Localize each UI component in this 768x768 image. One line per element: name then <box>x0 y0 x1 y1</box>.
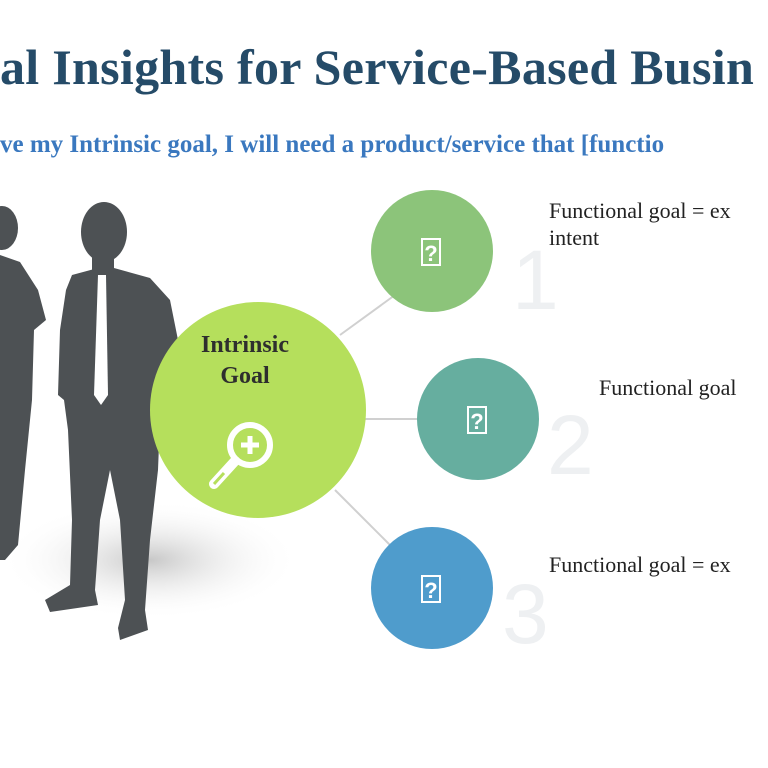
goal-number-2: 2 <box>547 398 594 492</box>
goal-text-1-line2: intent <box>549 225 600 250</box>
missing-image-icon: ? <box>421 238 441 266</box>
goal-text-2: Functional goal <box>599 375 737 400</box>
connector-line-1 <box>339 294 396 336</box>
goal-number-3: 3 <box>502 567 549 661</box>
goal-text-1: Functional goal = ex intent <box>549 197 731 251</box>
intrinsic-goal-label-line2: Goal <box>220 363 270 389</box>
magnifier-plus-icon <box>209 422 273 489</box>
slide-title: al Insights for Service-Based Busin <box>0 39 755 95</box>
person-silhouette-left <box>0 206 46 560</box>
intrinsic-goal-circle <box>150 302 366 518</box>
goal-text-1-line1: Functional goal = ex <box>549 198 731 223</box>
missing-image-icon: ? <box>467 406 487 434</box>
goal-number-1: 1 <box>512 233 559 327</box>
goal-circle-3 <box>371 527 493 649</box>
connector-line-3 <box>334 489 391 546</box>
goal-circle-2 <box>417 358 539 480</box>
slide-subtitle: ve my Intrinsic goal, I will need a prod… <box>0 131 665 158</box>
intrinsic-goal-label-line1: Intrinsic <box>200 332 289 358</box>
goal-text-3: Functional goal = ex <box>549 552 731 577</box>
intrinsic-goal-label: Intrinsic Goal <box>170 330 320 392</box>
person-silhouette-right <box>45 202 178 640</box>
goal-circle-1 <box>371 190 493 312</box>
missing-image-icon: ? <box>421 575 441 603</box>
